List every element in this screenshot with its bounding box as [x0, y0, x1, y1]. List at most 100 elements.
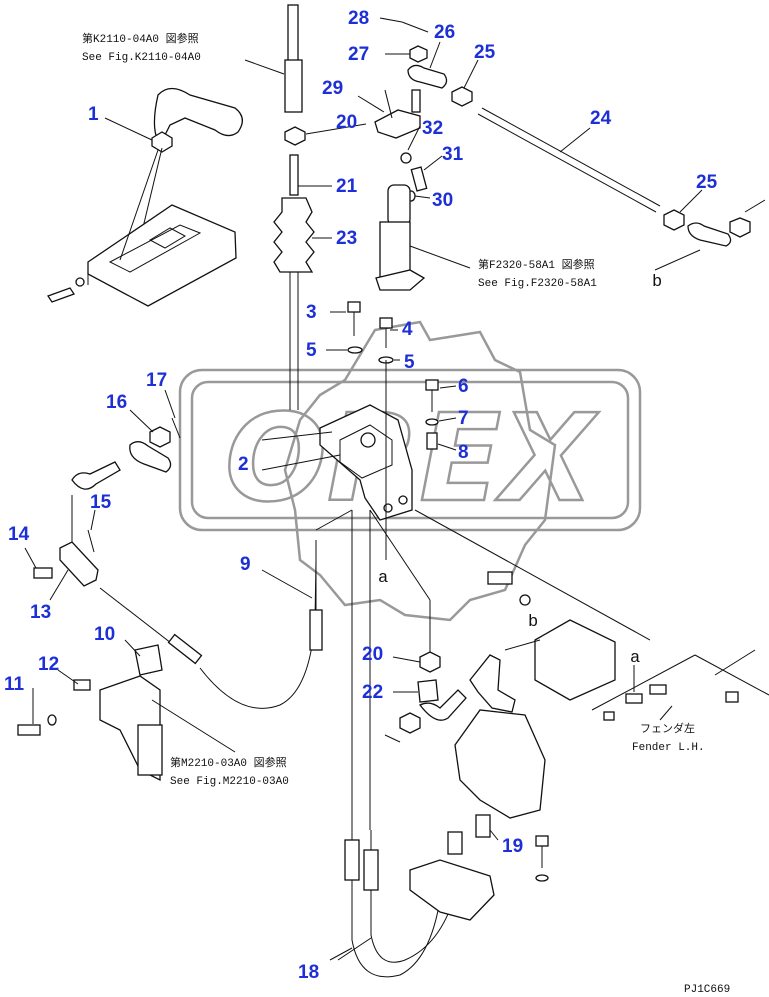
callout-numbers: 1 2 3 4 5 5 6 7 8 9 10 11 12 13 14 15 16… — [4, 8, 718, 983]
cable-9-fitting — [167, 633, 203, 665]
clip-32 — [400, 152, 412, 164]
leader-30 — [414, 195, 431, 199]
washer-upper — [519, 594, 531, 606]
cable-18-a-end — [344, 839, 360, 881]
leader-1b — [119, 149, 159, 261]
connector-b-lower: b — [528, 613, 538, 632]
callout-5b: 5 — [404, 352, 415, 373]
bracket-hole-3 — [398, 495, 408, 505]
nut-25-upper — [451, 86, 473, 107]
callout-8: 8 — [458, 442, 469, 463]
link-22 — [419, 689, 467, 721]
callout-19: 19 — [502, 836, 523, 857]
callout-32: 32 — [422, 118, 443, 139]
lever-29 — [374, 109, 421, 139]
leader-13 — [49, 569, 69, 601]
console-washer — [75, 277, 85, 287]
callout-3: 3 — [306, 302, 317, 323]
upper-shaft — [287, 4, 299, 66]
boot-23 — [273, 197, 315, 273]
pedal-casing — [454, 709, 546, 819]
spacer-upper — [487, 571, 513, 585]
cotter-right — [744, 199, 766, 213]
leader-1 — [104, 117, 153, 141]
bolt-6 — [425, 379, 439, 391]
rod-assembly — [273, 4, 315, 410]
leader-10 — [124, 639, 141, 657]
nut-right — [729, 217, 751, 238]
yoke-22 — [417, 679, 439, 703]
leader-9 — [261, 569, 313, 599]
nut-27 — [409, 45, 428, 63]
cotter-lower — [384, 734, 401, 743]
console-gate — [148, 227, 187, 249]
cylinder-foot — [375, 269, 426, 291]
arm-assembly — [469, 654, 516, 713]
ref-k2110-jp: 第K2110-04A0 図参照 — [82, 31, 199, 46]
console-slot — [108, 224, 202, 273]
yoke-16 — [129, 441, 172, 473]
leader-25a — [463, 59, 479, 89]
cable-9-inner — [99, 587, 181, 651]
b-line-upper — [654, 249, 701, 271]
nut-20-lower — [419, 651, 441, 673]
connector-a-upper: a — [378, 569, 388, 588]
washer-lower-right — [535, 874, 549, 882]
nut-22 — [399, 712, 421, 734]
ref-k2110-en: See Fig.K2110-04A0 — [82, 52, 201, 64]
cable-9-end — [309, 609, 323, 651]
callout-12: 12 — [38, 654, 59, 675]
rod-24-upper — [481, 107, 661, 207]
leader-24 — [559, 127, 591, 153]
callout-29: 29 — [322, 78, 343, 99]
lever-13 — [59, 541, 99, 587]
leader-31 — [423, 155, 443, 171]
callout-25b: 25 — [696, 172, 718, 193]
connector-b-upper: b — [652, 273, 662, 292]
upper-shaft-end — [284, 59, 303, 113]
watermark-gear — [283, 320, 557, 622]
fasteners-upper — [347, 301, 439, 450]
fender-tab-2 — [649, 684, 667, 695]
lever-nut — [151, 131, 173, 153]
callout-20a: 20 — [336, 112, 357, 133]
cylinder-body — [379, 221, 411, 281]
callout-21: 21 — [336, 176, 358, 197]
fender-lh — [591, 649, 769, 721]
callout-18: 18 — [298, 962, 319, 983]
connector-19 — [475, 814, 491, 838]
shift-lever-assembly — [47, 87, 243, 307]
fender-line-1 — [591, 654, 696, 711]
cable-9 — [99, 540, 323, 709]
b-line-lower — [504, 639, 541, 651]
leader-25b — [679, 189, 703, 213]
callout-26: 26 — [434, 22, 455, 43]
rod-24 — [477, 107, 766, 247]
ref-f2320-jp: 第F2320-58A1 図参照 — [478, 257, 595, 272]
nut-16 — [149, 426, 171, 448]
ref-m2210-jp: 第M2210-03A0 図参照 — [170, 755, 287, 770]
fender-line-2 — [694, 654, 769, 696]
rod-24-lower — [477, 113, 657, 213]
callout-24: 24 — [590, 108, 612, 129]
callout-20b: 20 — [362, 644, 383, 665]
leader-18b — [337, 937, 372, 961]
rod-21 — [289, 154, 299, 196]
fender-line-3 — [714, 649, 756, 676]
callout-7: 7 — [458, 408, 469, 429]
cables-18 — [344, 510, 456, 978]
leader-20a — [305, 123, 367, 135]
rod-end-15 — [71, 461, 121, 490]
bracket-hole-1 — [360, 432, 376, 448]
callout-30: 30 — [432, 190, 453, 211]
cotter-17 — [171, 417, 181, 439]
washer-7 — [425, 418, 439, 426]
fender-tab-3 — [603, 711, 615, 721]
bushing-8 — [426, 432, 438, 450]
connector-a-lower: a — [630, 649, 640, 668]
leader-28 — [379, 17, 403, 23]
callout-4: 4 — [402, 319, 413, 340]
washer-11 — [47, 714, 57, 726]
leader-7 — [438, 417, 457, 422]
leader-17 — [164, 389, 176, 419]
